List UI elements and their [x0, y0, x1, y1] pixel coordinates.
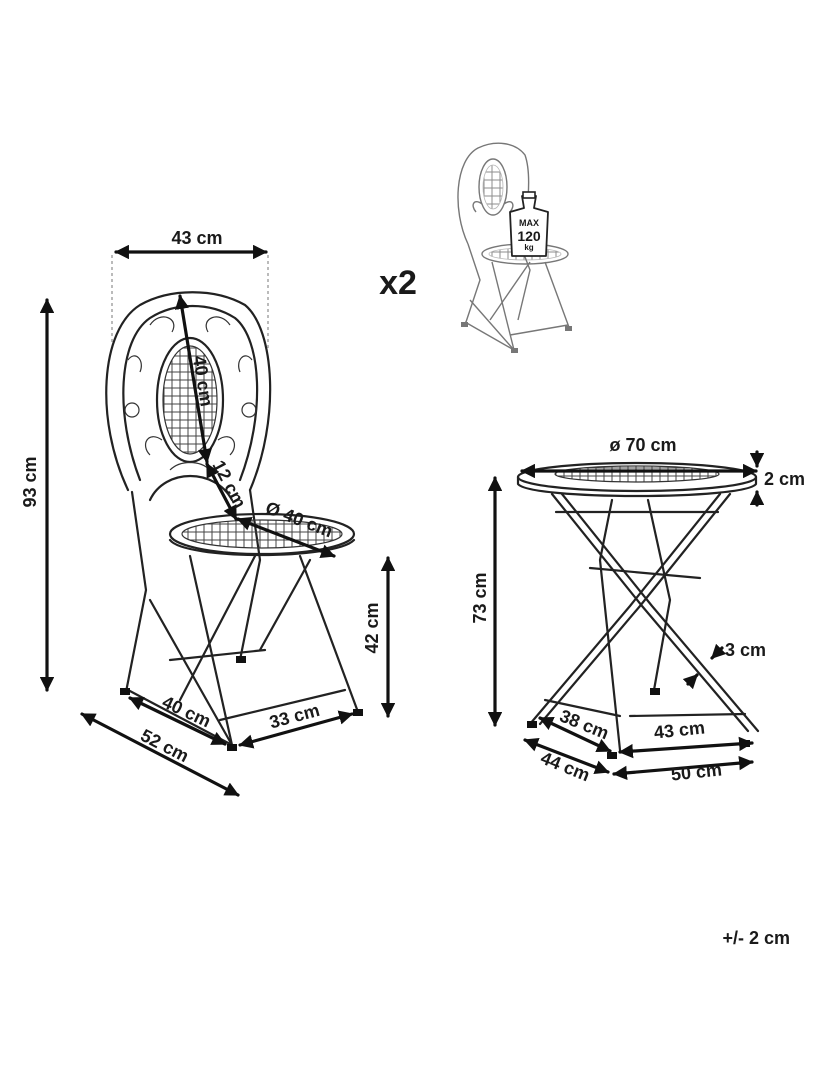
- side-span-line: [238, 710, 354, 749]
- back-seat-gap-line: [205, 462, 238, 521]
- table-height-label: 73 cm: [470, 572, 490, 623]
- chair-depth-label: 52 cm: [137, 725, 192, 766]
- leg-arrow-bottom: [682, 673, 699, 690]
- table-dimensions: [487, 450, 765, 781]
- load-unit-label: kg: [524, 243, 533, 252]
- seat-height-label: 42 cm: [362, 602, 382, 653]
- leg-arrow-top: [710, 643, 727, 660]
- chair-depth-line: [80, 712, 240, 797]
- top-thickness-label: 2 cm: [764, 469, 805, 489]
- tolerance-label: +/- 2 cm: [722, 928, 790, 948]
- load-max-label: MAX: [519, 218, 539, 228]
- chair-height-label: 93 cm: [20, 456, 40, 507]
- base-outer-front-label: 44 cm: [538, 748, 593, 786]
- seat-diameter-line: [236, 516, 336, 559]
- table-drawing: [516, 461, 760, 759]
- load-value-label: 120: [517, 228, 541, 244]
- weight-icon: [509, 195, 549, 257]
- leg-offset-label: 3 cm: [725, 640, 766, 660]
- side-span-label: 33 cm: [267, 700, 321, 733]
- base-inner-side-line: [618, 736, 754, 759]
- table-diameter-label: ø 70 cm: [609, 435, 676, 455]
- base-inner-side-label: 43 cm: [653, 717, 706, 742]
- chair-width-label: 43 cm: [171, 228, 222, 248]
- base-outer-side-line: [612, 755, 754, 781]
- back-height-line: [174, 294, 213, 464]
- back-seat-gap-label: 12 cm: [208, 457, 250, 511]
- base-outer-side-label: 50 cm: [670, 759, 723, 784]
- base-outer-front-line: [523, 737, 610, 775]
- chair-dimensions: [39, 244, 396, 797]
- load-chair-illustration: [457, 142, 572, 353]
- quantity-label: x2: [379, 264, 417, 302]
